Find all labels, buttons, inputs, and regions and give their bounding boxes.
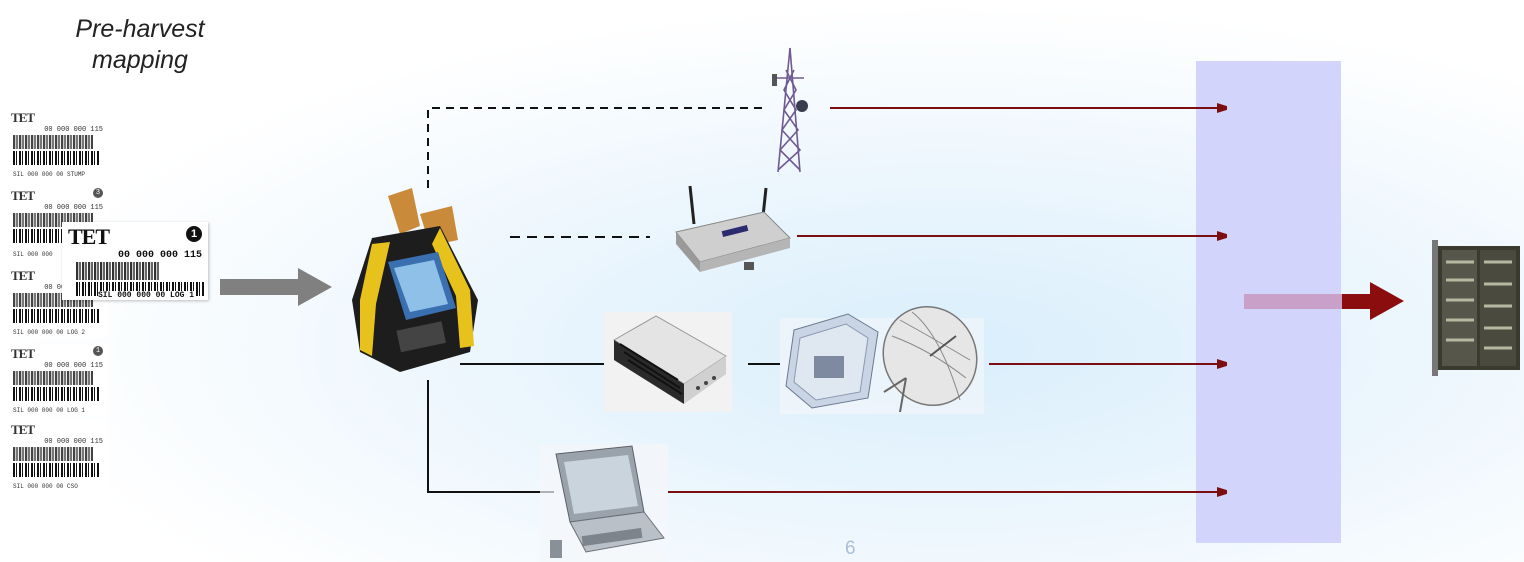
server-rack-icon <box>1432 240 1520 376</box>
connector-to-laptop <box>428 380 554 492</box>
satellite-modem-icon <box>604 312 732 412</box>
handheld-computer-icon <box>352 188 478 372</box>
rugged-laptop-icon <box>540 444 668 562</box>
cell-tower-icon <box>772 48 808 172</box>
satellite-dish-icon <box>780 291 993 421</box>
slide-number: 6 <box>845 538 856 560</box>
input-arrow <box>220 268 332 306</box>
wireless-router-icon <box>676 186 790 272</box>
connector-to-cell-tower <box>428 108 764 188</box>
output-arrow <box>1244 282 1404 320</box>
